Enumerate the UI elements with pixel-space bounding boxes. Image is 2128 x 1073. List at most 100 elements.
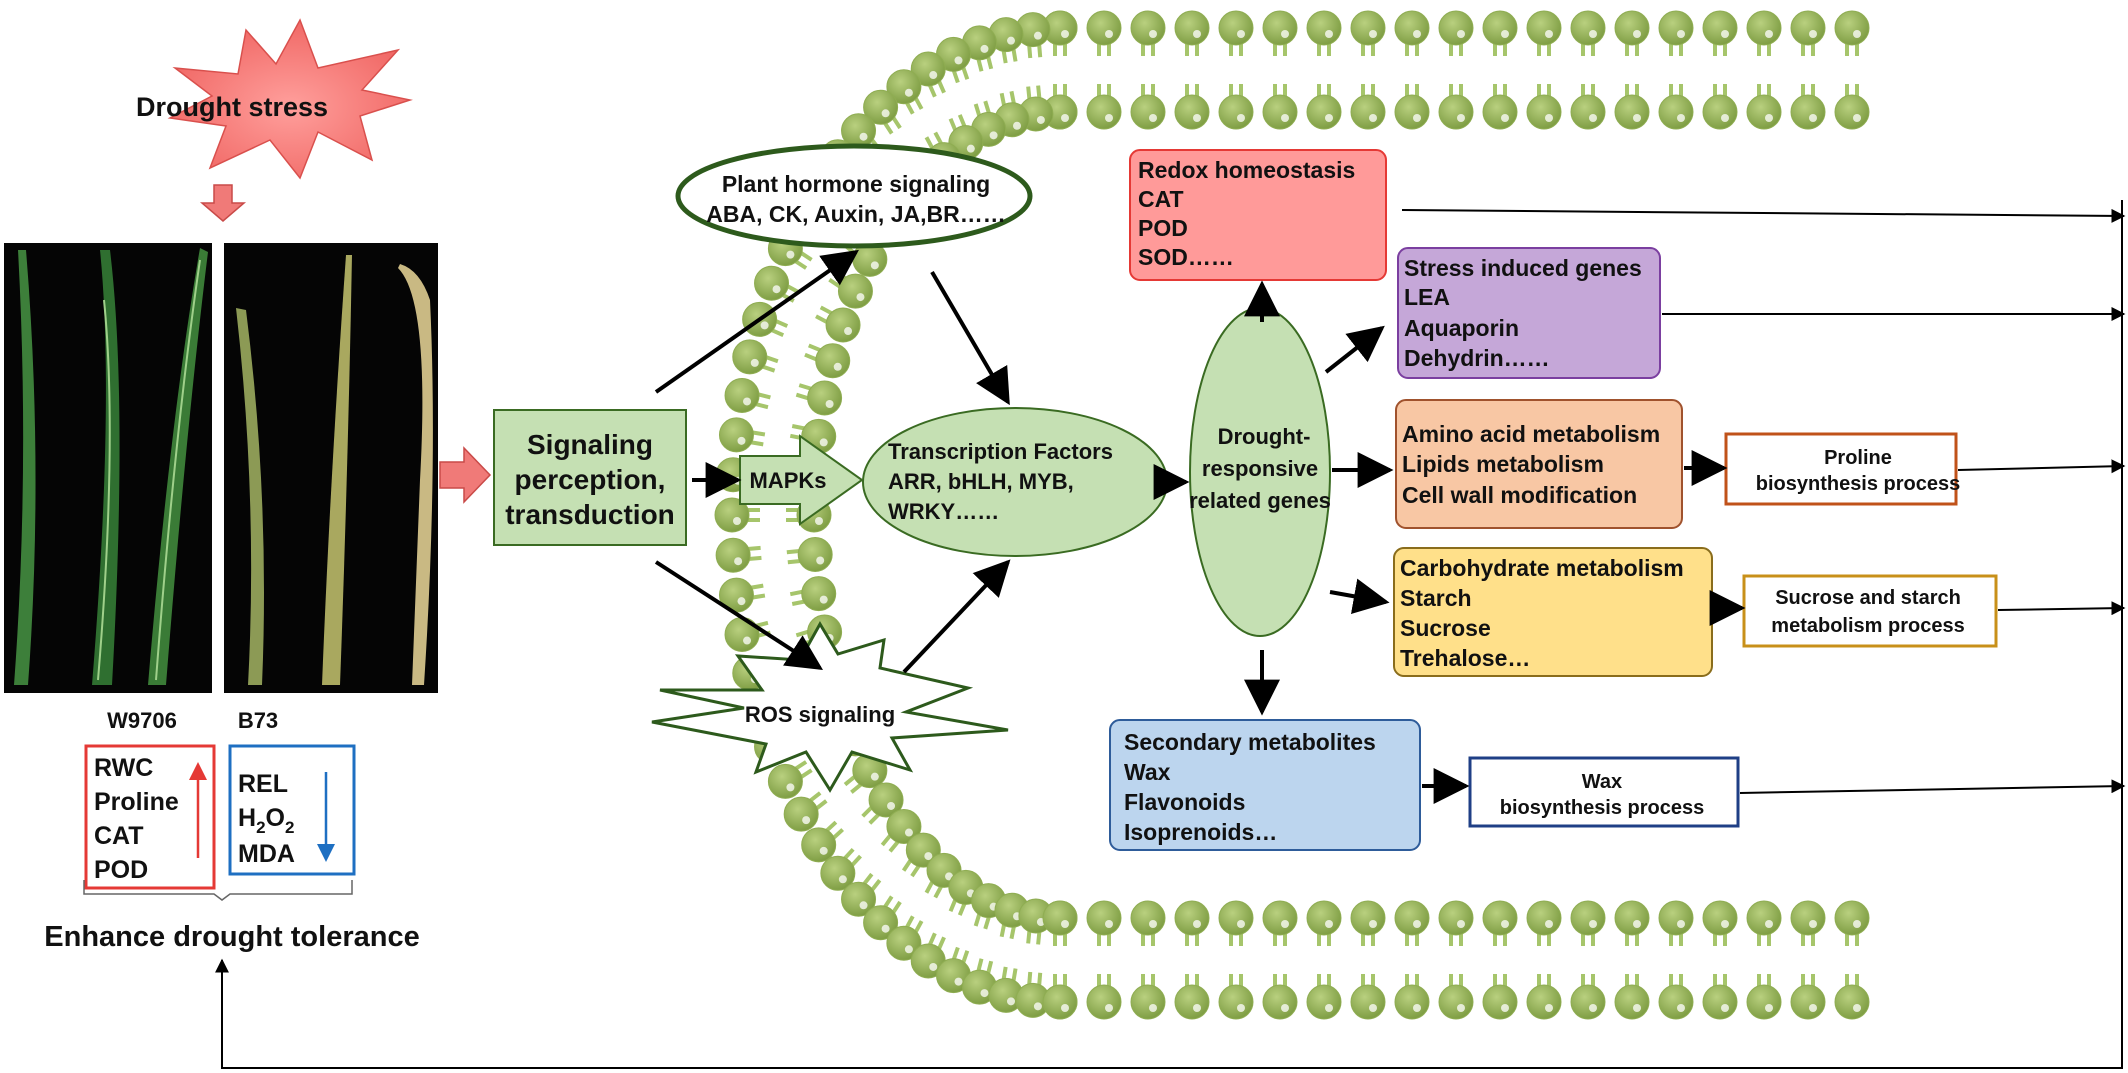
flow-arrows xyxy=(215,200,2126,1069)
lipid-arc-outer xyxy=(714,497,760,533)
lipid-arc-outer xyxy=(988,966,1024,1013)
lipid-bottom-outer xyxy=(1262,900,1298,946)
starburst-shape xyxy=(167,18,413,180)
lipid-top-outer xyxy=(1702,10,1738,56)
lipid-bottom-outer xyxy=(1834,900,1870,946)
lipid-top-outer xyxy=(1350,10,1386,56)
svg-text:responsive: responsive xyxy=(1202,456,1318,481)
lipid-arc-outer xyxy=(961,25,997,72)
proline-biosynthesis-box: Proline biosynthesis process xyxy=(1724,432,1961,506)
lipid-bottom-inner xyxy=(1614,974,1650,1020)
redox-homeostasis-box: Redox homeostasis CAT POD SOD…… xyxy=(1129,149,1387,281)
lipid-top-inner xyxy=(1350,84,1386,130)
svg-text:Proline: Proline xyxy=(1824,447,1892,469)
lipid-arc-outer xyxy=(886,69,924,115)
lipid-top-outer xyxy=(1570,10,1606,56)
svg-text:Wax: Wax xyxy=(1582,771,1622,793)
lipid-bottom-outer xyxy=(1218,900,1254,946)
lipid-bottom-inner xyxy=(1746,974,1782,1020)
svg-text:Redox homeostasis: Redox homeostasis xyxy=(1138,157,1355,183)
lipid-bottom-inner xyxy=(1526,974,1562,1020)
lipid-top-inner xyxy=(1790,84,1826,130)
lipid-top-inner xyxy=(1614,84,1650,130)
svg-text:Carbohydrate metabolism: Carbohydrate metabolism xyxy=(1400,555,1684,581)
wax-biosynthesis-box: Wax biosynthesis process xyxy=(1468,756,1740,828)
increased-traits-box: RWC Proline CAT POD xyxy=(84,744,216,890)
arrow-signaling-to-ros xyxy=(654,560,824,670)
enhance-drought-tolerance-label: Enhance drought tolerance xyxy=(44,921,419,953)
lipid-bottom-inner xyxy=(1658,974,1694,1020)
lipid-bottom-outer xyxy=(1614,900,1650,946)
lipid-arc-outer xyxy=(1042,10,1078,56)
lipid-bottom-inner xyxy=(1834,974,1870,1020)
w9706-label: W9706 xyxy=(107,708,177,733)
lipid-arc-inner xyxy=(786,537,833,573)
lipid-top-inner xyxy=(1526,84,1562,130)
trait-rel: REL xyxy=(238,770,288,798)
svg-text:LEA: LEA xyxy=(1404,284,1450,310)
lipid-bottom-outer xyxy=(1790,900,1826,946)
lipid-top-inner xyxy=(1438,84,1474,130)
lipid-arc-outer xyxy=(801,820,845,863)
lipid-arc-outer xyxy=(863,89,902,135)
lipid-bottom-outer xyxy=(1350,900,1386,946)
lipid-arc-outer xyxy=(1015,12,1051,59)
arrow-proline-out xyxy=(1957,459,2126,474)
svg-text:WRKY……: WRKY…… xyxy=(888,499,999,524)
svg-text:perception,: perception, xyxy=(515,464,666,495)
arrow-redox-out xyxy=(1401,208,2126,223)
lipid-arc-outer xyxy=(732,339,779,375)
lipid-top-inner xyxy=(1306,84,1342,130)
lipid-top-outer xyxy=(1526,10,1562,56)
trait-h2o2: H2O2 xyxy=(238,804,294,837)
lipid-bottom-inner xyxy=(1394,974,1430,1020)
drought-stress-starburst: Drought stress xyxy=(136,18,413,180)
drought-responsive-genes-ellipse: Drought- responsive related genes xyxy=(1189,307,1331,637)
lipid-top-inner xyxy=(1174,84,1210,130)
lipid-top-inner xyxy=(1746,84,1782,130)
lipid-top-outer xyxy=(1130,10,1166,56)
svg-text:Drought-: Drought- xyxy=(1218,424,1311,449)
svg-text:ROS signaling: ROS signaling xyxy=(745,702,895,727)
lipid-bottom-outer xyxy=(1570,900,1606,946)
lipid-arc-outer xyxy=(988,17,1024,64)
lipid-top-inner xyxy=(1394,84,1430,130)
arrow-feedback-loop xyxy=(215,200,2123,1069)
svg-text:Cell wall modification: Cell wall modification xyxy=(1402,482,1637,508)
lipid-arc-inner xyxy=(804,343,851,379)
arrow-ros-to-tf xyxy=(902,559,1011,674)
sucrose-starch-process-box: Sucrose and starch metabolism process xyxy=(1742,574,1998,648)
svg-text:ARR, bHLH, MYB,: ARR, bHLH, MYB, xyxy=(888,469,1074,494)
b73-label: B73 xyxy=(238,708,278,733)
lipid-arc-outer xyxy=(718,417,766,453)
svg-text:Dehydrin……: Dehydrin…… xyxy=(1404,345,1550,371)
svg-text:Signaling: Signaling xyxy=(527,429,653,460)
trait-cat: CAT xyxy=(94,822,144,850)
lipid-top-outer xyxy=(1306,10,1342,56)
lipid-top-inner xyxy=(1218,84,1254,130)
lipid-top-inner xyxy=(1658,84,1694,130)
lipid-arc-outer xyxy=(935,36,971,84)
lipid-bottom-outer xyxy=(1482,900,1518,946)
lipid-arc-inner xyxy=(861,782,904,825)
trait-mda: MDA xyxy=(238,840,295,868)
input-block-arrow xyxy=(439,446,492,504)
arrow-genes-to-carb xyxy=(1329,578,1390,615)
lipid-bottom-inner xyxy=(1438,974,1474,1020)
lipid-top-inner xyxy=(1130,84,1166,130)
lipid-arc-outer xyxy=(886,915,924,961)
trait-pod: POD xyxy=(94,856,148,884)
amino-acid-metabolism-box: Amino acid metabolism Lipids metabolism … xyxy=(1395,399,1683,529)
lipid-top-outer xyxy=(1262,10,1298,56)
b73-leaf-photo xyxy=(224,243,438,693)
lipid-bottom-inner xyxy=(1570,974,1606,1020)
lipid-bottom-outer xyxy=(1702,900,1738,946)
svg-text:Isoprenoids…: Isoprenoids… xyxy=(1124,819,1277,845)
lipid-bottom-inner xyxy=(1702,974,1738,1020)
lipid-bottom-inner xyxy=(1306,974,1342,1020)
lipid-top-outer xyxy=(1614,10,1650,56)
lipid-arc-outer xyxy=(910,51,946,98)
svg-text:biosynthesis process: biosynthesis process xyxy=(1756,473,1961,495)
lipid-bottom-inner xyxy=(1482,974,1518,1020)
